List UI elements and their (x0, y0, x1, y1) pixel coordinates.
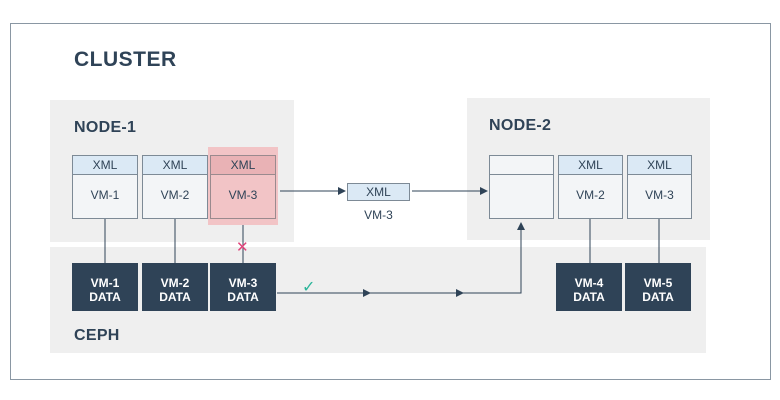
data-line2: DATA (227, 290, 259, 304)
fail-cross-icon: ✕ (236, 239, 249, 256)
ok-check-icon: ✓ (302, 279, 316, 296)
data-line1: VM-5 (643, 276, 673, 290)
data-line2: DATA (159, 290, 191, 304)
data-line1: VM-3 (228, 276, 258, 290)
vm-label: VM-2 (576, 188, 605, 202)
vm-label: VM-1 (90, 188, 120, 202)
data-line2: DATA (642, 290, 674, 304)
vm-label: VM-3 (645, 188, 674, 202)
transfer-vm-label: VM-3 (364, 208, 393, 222)
data-line1: VM-2 (160, 276, 190, 290)
data-line1: VM-4 (574, 276, 604, 290)
xml-header: XML (73, 156, 137, 175)
xml-header: XML (628, 156, 691, 175)
data-path-segment-3 (463, 222, 525, 294)
cluster-title: CLUSTER (74, 48, 177, 71)
xml-header: XML (211, 156, 275, 175)
vm-label: VM-3 (228, 188, 258, 202)
node2-vm-3: XML VM-3 (627, 155, 692, 219)
data-line2: DATA (573, 290, 605, 304)
data-line1: VM-1 (90, 276, 120, 290)
xml-header: XML (559, 156, 622, 175)
node2-vm-empty (489, 155, 554, 219)
vm-label: VM-2 (160, 188, 190, 202)
node1-vm-1: XML VM-1 (72, 155, 138, 219)
ceph-title: CEPH (74, 327, 120, 344)
node1-vm-3: XML VM-3 (210, 155, 276, 219)
node2-title: NODE-2 (489, 117, 552, 134)
node1-vm-2: XML VM-2 (142, 155, 208, 219)
xml-header: XML (143, 156, 207, 175)
data-line2: DATA (89, 290, 121, 304)
node2-vm-2: XML VM-2 (558, 155, 623, 219)
transfer-xml-box: XML (347, 183, 410, 201)
node1-title: NODE-1 (74, 119, 137, 136)
xml-header (490, 156, 553, 175)
